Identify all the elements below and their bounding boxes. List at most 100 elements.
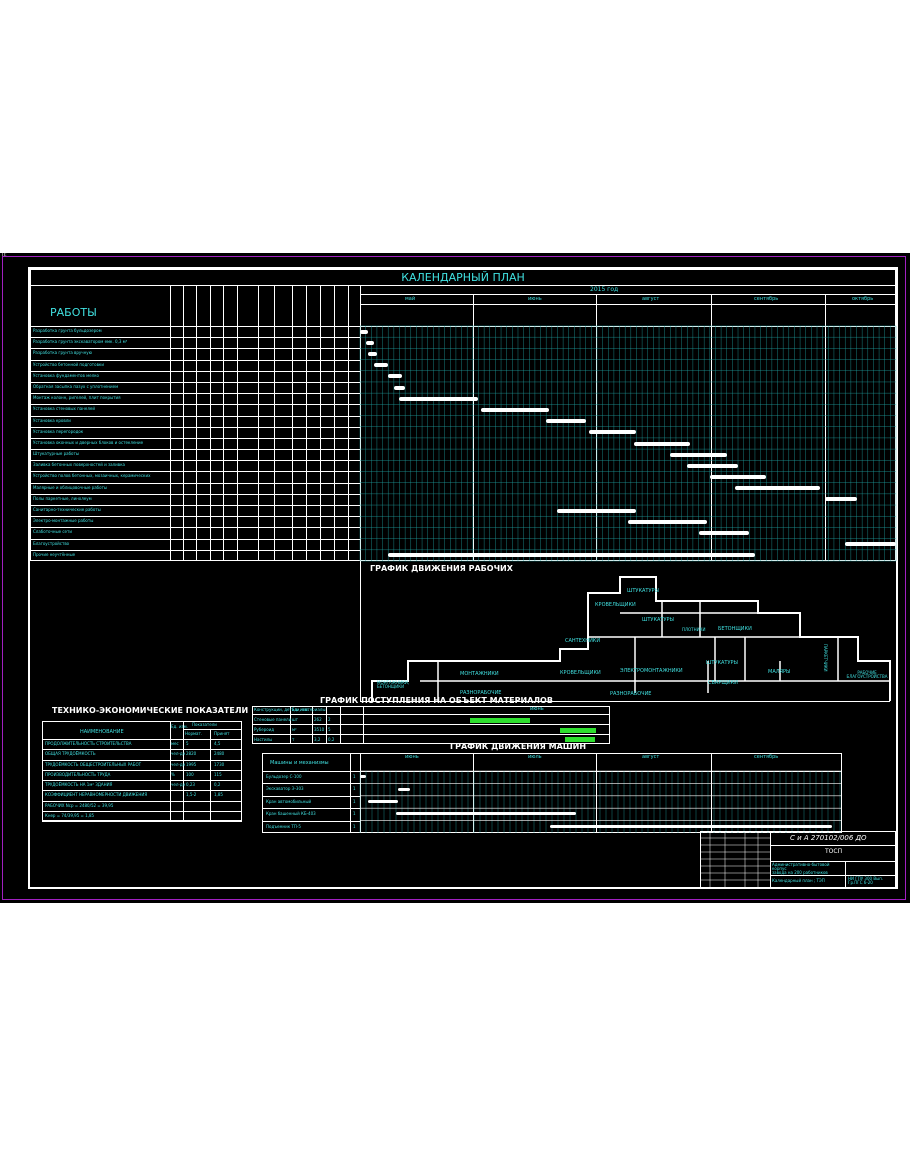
calendar-plan-table [30,269,896,561]
task-name: Устройство полов бетонных, мозаичных, ке… [33,473,151,479]
task-name: Электро-монтажные работы [33,518,94,524]
tep-cell: чел-дн [171,782,186,787]
tep-row-line [42,769,242,771]
task-bar [698,531,750,536]
task-name: Слаботочные сети [33,529,72,535]
tep-cell: мес [171,741,179,746]
tb-description: Административно-бытовой корпус завода на… [772,862,830,875]
task-bar [368,351,377,356]
task-bars [360,326,896,561]
task-row-line [30,404,360,406]
mat-cell: 2 [328,717,331,722]
task-row-line [30,449,360,451]
tep-cell: ПРОДОЛЖИТЕЛЬНОСТЬ СТРОИТЕЛЬСТВА [45,741,132,746]
drawing-frame: КАЛЕНДАРНЫЙ ПЛАН РАБОТЫ 2015 год май июн… [28,267,898,889]
materials-title: ГРАФИК ПОСТУПЛЕНИЯ НА ОБЪЕКТ МАТЕРИАЛОВ [320,696,553,705]
wlabel-16: МОНТАЖНИКИ, БЕТОНЩИКИ [377,680,410,689]
task-bar [687,463,738,468]
tep-row-line [42,759,242,761]
workers-title: ГРАФИК ДВИЖЕНИЯ РАБОЧИХ [370,564,513,573]
task-name: Установка перегородок [33,428,84,434]
task-name: Обратная засыпка пазух с уплотнением [33,383,119,389]
tep-title: ТЕХНИКО-ЭКОНОМИЧЕСКИЕ ПОКАЗАТЕЛИ [52,706,249,715]
wlabel-13: РАБОЧИЕ БЛАГОУСТРОЙСТВА [846,670,888,679]
corner-mark: II: [2,252,7,258]
task-bar [709,475,767,480]
mat-bar-2 [560,728,596,733]
task-row-line [30,493,360,495]
machines-month-0: июнь [405,754,419,760]
mat-cell: 3,2 [314,737,321,742]
mat-bar-1 [470,718,530,723]
machine-name: Кран башенный КБ-403 [266,811,316,817]
task-row-line [30,471,360,473]
wlabel-10: СВАРЩИКИ [708,680,738,686]
task-bar [628,519,707,524]
sheet-border [2,256,906,900]
month-october: октябрь [852,296,874,302]
task-row-line [30,393,360,395]
materials-table [252,706,610,744]
tep-row-line [42,821,242,822]
drawing-sheet: II: КАЛЕНДАРНЫЙ ПЛАН РАБОТЫ 2015 год май… [0,253,910,903]
tep-cell: % [171,771,175,777]
machine-bar [368,800,398,803]
machine-name: Бульдозер С-100 [266,774,302,779]
task-bar [546,419,586,424]
machine-bar [550,824,832,828]
tep-cell: 2480 [214,751,225,757]
wlabel-8: ЭЛЕКТРОМОНТАЖНИКИ [620,668,683,674]
task-row-line [30,527,360,529]
machine-row-line [262,771,360,772]
task-bar [388,374,403,379]
mat-cell: 3510 [314,727,325,732]
tep-cell: 1,85 [214,792,223,798]
machine-row-line [262,808,360,810]
machines-month-3: сентябрь [754,754,779,760]
task-row-line [30,370,360,372]
task-name: Благоустройство [33,540,70,546]
tep-cell: РАБОЧИХ Nср = 2480/52 = 39,95 [45,802,114,808]
task-row-line [30,415,360,417]
task-bar [670,452,727,457]
task-row-line [30,549,360,551]
mat-header-1: Ед. изм. [292,707,309,712]
task-row-line [30,437,360,439]
tep-cell: 115 [214,771,222,777]
tep-cell: 5 [186,741,189,746]
mat-header-0: Конструкции, детали, материалы [254,707,326,712]
machines-month-1: июль [528,754,542,760]
tep-row-line [42,749,242,751]
wlabel-2: ШТУКАТУРЫ [642,617,674,623]
tb-sheet-name: Календарный план ; ТЭП [772,878,825,883]
machine-row-line [262,820,360,822]
tep-row-line [42,790,242,792]
tep-cell: КОЭФФИЦИЕНТ НЕРАВНОМЕРНОСТИ ДВИЖЕНИЯ [45,792,148,798]
tep-cell: 0,23 [186,782,195,787]
mat-bar-3 [565,737,595,742]
task-bar [633,441,691,446]
task-row-line [30,505,360,507]
task-row-line [30,326,360,327]
tep-col-plan: Принят [214,731,230,736]
tep-table [42,721,242,821]
task-name: Малярные и облицовочные работы [33,484,108,490]
machine-name: Экскаватор Э-303 [266,786,304,792]
mat-cell: Стеновые панели [254,717,292,722]
machines-header: Машины и механизмы [270,760,329,766]
task-bar [360,329,369,334]
machine-bar [398,787,410,791]
task-bar [825,497,857,502]
task-bar [365,340,375,345]
mat-cell: Рубероид [254,727,275,732]
task-bar [845,542,896,547]
task-row-line [30,426,360,428]
tep-cell: 1,5-2 [186,792,197,798]
tep-row-line [42,780,242,781]
tb-group: НИ ГПУ 300 Вып. Гр.ПГС 6-20 [848,876,884,885]
wlabel-4: БЕТОНЩИКИ [718,626,752,632]
title-block [700,831,896,889]
task-row-line [30,538,360,540]
mat-cell: шт [292,717,298,722]
